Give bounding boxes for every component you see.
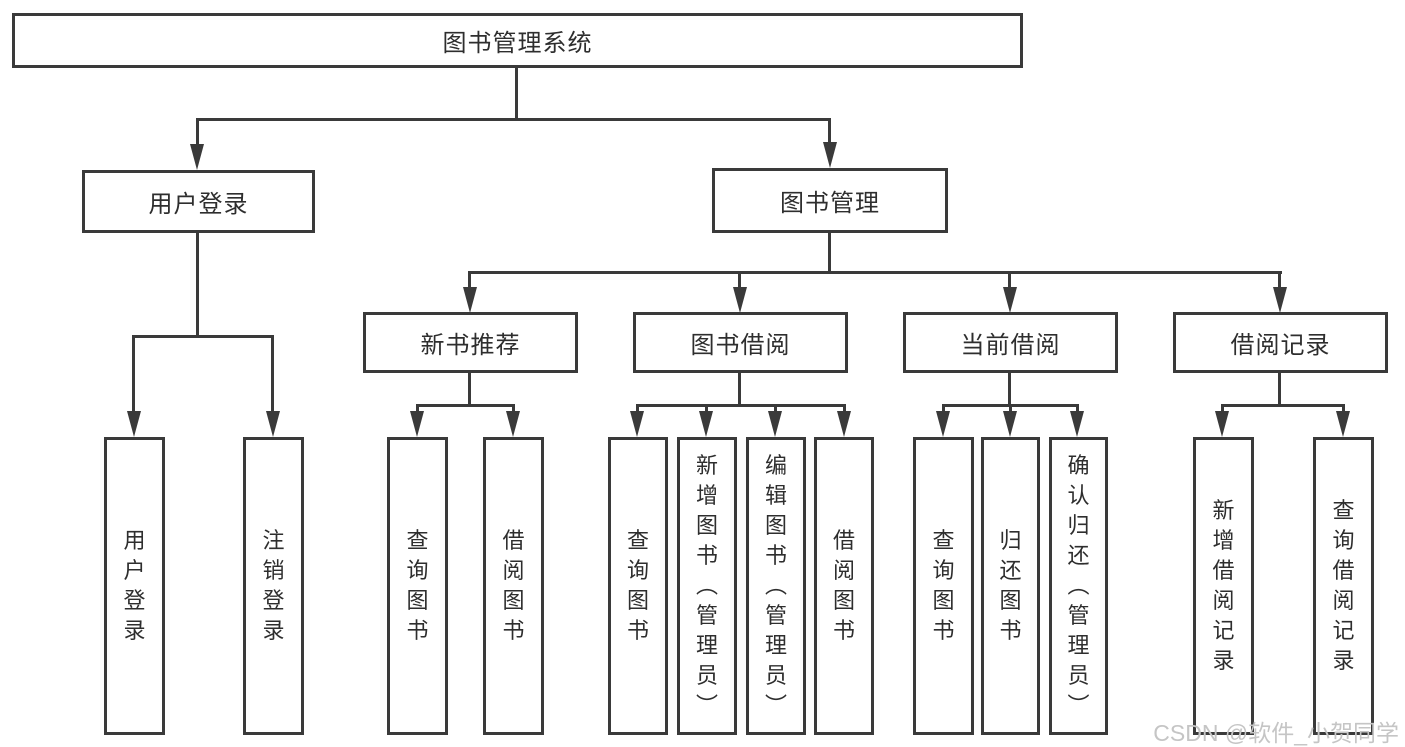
node-label: 图书借阅	[690, 332, 791, 359]
connector-book-mgmt-stem	[828, 233, 831, 274]
connector-new-book-rec-stem	[468, 372, 471, 407]
arrowhead-book-mgmt	[823, 142, 837, 168]
node-library-management-system: 图书管理系统	[12, 13, 1023, 68]
arrowhead-br-add	[1215, 411, 1229, 437]
node-label: 借 阅 图 书	[502, 528, 525, 643]
leaf-confirm-return-admin: 确 认 归 还 ︵ 管 理 员 ︶	[1049, 437, 1108, 735]
node-label: 查 询 图 书	[406, 528, 429, 643]
leaf-query-books-recommend: 查 询 图 书	[387, 437, 448, 735]
node-label: 借阅记录	[1230, 332, 1331, 359]
node-user-login: 用户登录	[82, 170, 315, 233]
leaf-borrow-books-recommend: 借 阅 图 书	[483, 437, 544, 735]
arrowhead-cb-confirm	[1070, 411, 1084, 437]
leaf-logout: 注 销 登 录	[243, 437, 304, 735]
arrowhead-rec-borrow	[506, 411, 520, 437]
arrowhead-new-book-rec	[463, 287, 477, 313]
connector-root-to-book-mgmt	[828, 118, 831, 148]
connector-to-current-borrow	[1008, 271, 1011, 293]
node-label: 归 还 图 书	[999, 528, 1022, 643]
leaf-query-books-current: 查 询 图 书	[913, 437, 974, 735]
node-label: 查 询 借 阅 记 录	[1332, 498, 1355, 673]
connector-borrow-records-stem	[1278, 372, 1281, 407]
connector-book-borrow-stem	[738, 372, 741, 407]
node-label: 新 增 图 书 ︵ 管 理 员 ︶	[695, 453, 718, 718]
connector-user-login-rail	[132, 335, 274, 338]
arrowhead-bb-borrow	[837, 411, 851, 437]
node-label: 新 增 借 阅 记 录	[1212, 498, 1235, 673]
connector-to-new-book-rec	[468, 271, 471, 293]
node-label: 借 阅 图 书	[832, 528, 855, 643]
arrowhead-bb-edit	[768, 411, 782, 437]
leaf-add-borrow-record: 新 增 借 阅 记 录	[1193, 437, 1254, 735]
node-book-borrowing: 图书借阅	[633, 312, 848, 373]
arrowhead-bb-query	[630, 411, 644, 437]
arrowhead-cb-query	[936, 411, 950, 437]
node-label: 编 辑 图 书 ︵ 管 理 员 ︶	[764, 453, 787, 718]
connector-user-login-stem	[196, 233, 199, 338]
node-label: 用 户 登 录	[123, 528, 146, 643]
arrowhead-cb-return	[1003, 411, 1017, 437]
arrowhead-rec-query	[410, 411, 424, 437]
connector-current-borrow-stem	[1008, 372, 1011, 407]
node-label: 确 认 归 还 ︵ 管 理 员 ︶	[1067, 453, 1090, 718]
node-label: 查 询 图 书	[932, 528, 955, 643]
arrowhead-book-borrow	[733, 287, 747, 313]
leaf-borrow-books: 借 阅 图 书	[814, 437, 874, 735]
node-label: 当前借阅	[960, 332, 1061, 359]
arrowhead-br-query	[1336, 411, 1350, 437]
node-label: 新书推荐	[420, 332, 521, 359]
csdn-watermark: CSDN @软件_小贺同学	[1153, 720, 1399, 746]
arrowhead-leaf-user-login	[127, 411, 141, 437]
connector-to-book-borrow	[738, 271, 741, 293]
node-current-borrowing: 当前借阅	[903, 312, 1118, 373]
arrowhead-leaf-logout	[266, 411, 280, 437]
node-borrowing-records: 借阅记录	[1173, 312, 1388, 373]
node-new-book-recommend: 新书推荐	[363, 312, 578, 373]
arrowhead-user-login	[190, 144, 204, 170]
connector-root-stem	[515, 68, 518, 121]
node-label: 查 询 图 书	[626, 528, 649, 643]
connector-book-mgmt-rail	[468, 271, 1282, 274]
leaf-user-login: 用 户 登 录	[104, 437, 165, 735]
arrowhead-bb-add	[699, 411, 713, 437]
connector-to-borrow-records	[1278, 271, 1281, 293]
node-label: 图书管理系统	[442, 30, 593, 57]
leaf-query-books-borrowing: 查 询 图 书	[608, 437, 668, 735]
connector-to-leaf-user-login	[132, 335, 135, 415]
node-book-management: 图书管理	[712, 168, 948, 233]
node-label: 用户登录	[148, 191, 249, 218]
connector-to-leaf-logout	[271, 335, 274, 415]
leaf-add-books-admin: 新 增 图 书 ︵ 管 理 员 ︶	[677, 437, 737, 735]
node-label: 图书管理	[780, 190, 880, 217]
node-label: 注 销 登 录	[262, 528, 285, 643]
leaf-edit-books-admin: 编 辑 图 书 ︵ 管 理 员 ︶	[746, 437, 806, 735]
connector-book-borrow-rail	[636, 404, 846, 407]
arrowhead-borrow-records	[1273, 287, 1287, 313]
connector-root-rail	[196, 118, 831, 121]
connector-borrow-records-rail	[1221, 404, 1345, 407]
leaf-query-borrow-record: 查 询 借 阅 记 录	[1313, 437, 1374, 735]
connector-new-book-rec-rail	[416, 404, 515, 407]
connector-root-to-user-login	[196, 118, 199, 150]
leaf-return-books: 归 还 图 书	[981, 437, 1040, 735]
arrowhead-current-borrow	[1003, 287, 1017, 313]
